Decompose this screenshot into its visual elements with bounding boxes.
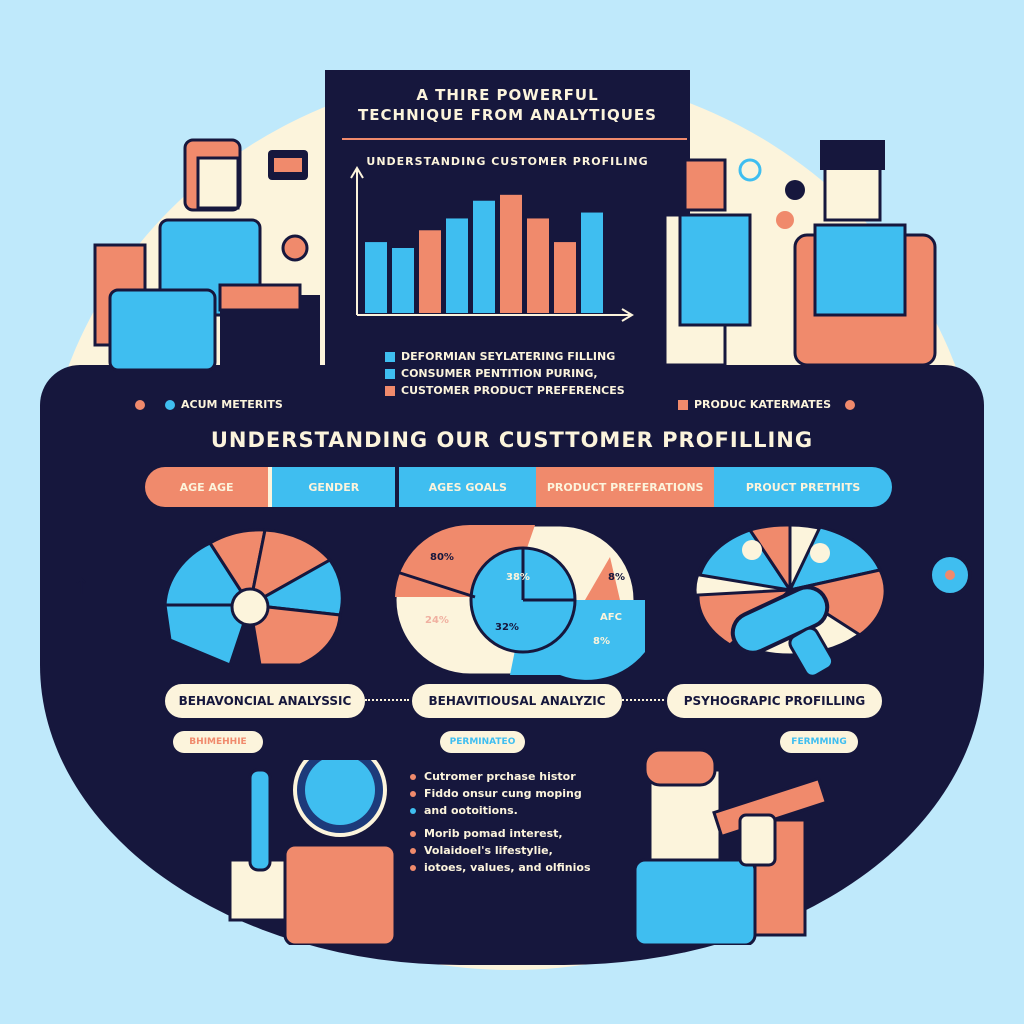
bar xyxy=(446,218,468,313)
pie-label: 80% xyxy=(430,552,454,563)
tab-gender[interactable]: GENDER xyxy=(268,467,396,507)
legend-swatch xyxy=(385,351,395,362)
tab-product-prethits[interactable]: PROUCT PRETHITS xyxy=(714,467,893,507)
man-with-brain-illustration xyxy=(228,760,395,945)
section-pill-psychographic[interactable]: PSYHOGRAPIC PROFILLING xyxy=(665,682,884,720)
tab-product-preferences[interactable]: PRODUCT PREFERATIONS xyxy=(536,467,715,507)
dot-icon xyxy=(165,399,175,410)
side-label-text: ACUM METERITS xyxy=(181,398,283,411)
legend-label: CUSTOMER PRODUCT PREFERENCES xyxy=(401,384,625,397)
dot-icon xyxy=(135,399,145,410)
pie-chart-right-with-magnifier xyxy=(693,523,887,675)
title-line-1: A THIRE POWERFUL xyxy=(416,86,599,104)
y-axis-arrow xyxy=(350,166,364,179)
bullet-item: and ootoitions. xyxy=(410,802,591,819)
tab-age[interactable]: AGE AGE xyxy=(145,467,269,507)
sub-pill[interactable]: FERMMING xyxy=(780,731,858,753)
square-icon xyxy=(678,399,688,410)
title-divider xyxy=(342,138,687,140)
connector xyxy=(365,699,409,701)
bullet-item: Cutromer prchase histor xyxy=(410,768,591,785)
bar xyxy=(365,242,387,313)
bar xyxy=(581,212,603,313)
section-pill-behavioral[interactable]: BEHAVONCIAL ANALYSSIC xyxy=(163,682,367,720)
man-with-telescope-illustration xyxy=(633,748,829,945)
bar xyxy=(419,230,441,313)
bullet-item: Volaidoel's lifestylie, xyxy=(410,842,591,859)
pie-label: 38% xyxy=(506,572,530,583)
x-axis-arrow xyxy=(621,308,634,322)
legend-item: DEFORMIAN SEYLATERING FILLING xyxy=(385,350,625,363)
legend-label: CONSUMER PENTITION PURING, xyxy=(401,367,598,380)
bar xyxy=(554,242,576,313)
bullet-list: Cutromer prchase histor Fiddo onsur cung… xyxy=(410,768,591,876)
two-men-talking-illustration xyxy=(665,140,937,367)
pie-label: 8% xyxy=(608,572,625,583)
compass-icon xyxy=(928,553,972,597)
sub-pill[interactable]: BHIMEHHIE xyxy=(173,731,263,753)
main-title: UNDERSTANDING OUR CUSTTOMER PROFILLING xyxy=(210,428,814,452)
legend-swatch xyxy=(385,368,395,379)
woman-with-bags-illustration xyxy=(93,138,320,375)
legend-swatch xyxy=(385,385,395,396)
pie-label: 8% xyxy=(593,636,610,647)
pie-label: 24% xyxy=(425,615,449,626)
title-line-2: TECHNIQUE FROM ANALYTIQUES xyxy=(358,106,657,124)
chart-legend: DEFORMIAN SEYLATERING FILLING CONSUMER P… xyxy=(385,350,625,397)
legend-item: CUSTOMER PRODUCT PREFERENCES xyxy=(385,384,625,397)
bar xyxy=(527,218,549,313)
legend-label: DEFORMIAN SEYLATERING FILLING xyxy=(401,350,616,363)
bar xyxy=(392,248,414,313)
chart-subtitle: UNDERSTANDING CUSTOMER PROFILING xyxy=(366,155,649,168)
bullet-item: Fiddo onsur cung moping xyxy=(410,785,591,802)
section-pill-behavioral-2[interactable]: BEHAVITIOUSAL ANALYZIC xyxy=(410,682,624,720)
dot-icon xyxy=(845,399,856,410)
side-label-right: PRODUC KATERMATES xyxy=(678,398,856,411)
bullet-item: iotoes, values, and olfinios xyxy=(410,859,591,876)
pie-chart-center xyxy=(393,523,645,680)
side-label-left: ACUM METERITS xyxy=(135,398,283,411)
legend-item: CONSUMER PENTITION PURING, xyxy=(385,367,625,380)
arrow-up-icon: ↑ xyxy=(72,575,91,600)
tab-age-goals[interactable]: AGES GOALS xyxy=(395,467,537,507)
category-tabs: AGE AGE GENDER AGES GOALS PRODUCT PREFER… xyxy=(145,467,893,507)
pie-label: AFC xyxy=(600,612,622,623)
side-label-text: PRODUC KATERMATES xyxy=(694,398,832,411)
bullet-item: Morib pomad interest, xyxy=(410,825,591,842)
bar xyxy=(500,194,522,313)
pie-chart-left xyxy=(163,528,344,668)
bar-chart xyxy=(350,166,634,322)
pie-label: 32% xyxy=(495,622,519,633)
bar xyxy=(473,200,495,313)
connector xyxy=(622,699,664,701)
sub-pill[interactable]: PERMINATEO xyxy=(440,731,525,753)
